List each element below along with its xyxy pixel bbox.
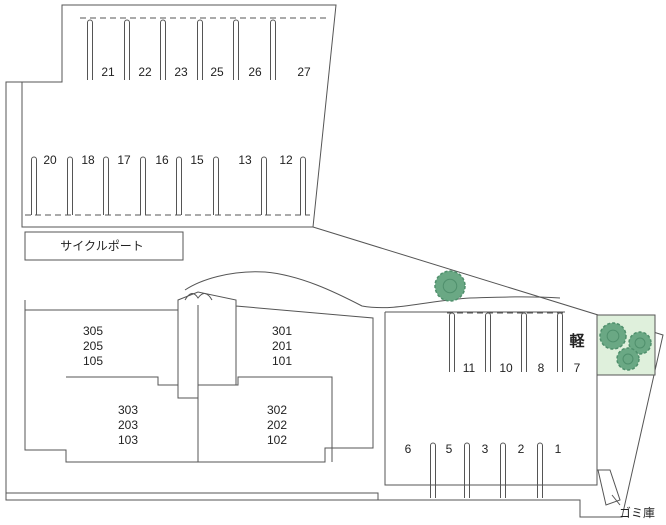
slot-label-15: 15 xyxy=(190,153,204,167)
slot-divider-middle-5 xyxy=(213,156,219,215)
room-105: 105 xyxy=(83,354,103,368)
slot-label-16: 16 xyxy=(155,153,169,167)
site-boundary xyxy=(5,4,664,518)
slot-label-8: 8 xyxy=(538,361,545,375)
slot-label-10: 10 xyxy=(499,361,513,375)
south-parking-area xyxy=(384,311,598,486)
slot-divider-top-1 xyxy=(124,19,130,80)
slot-label-13: 13 xyxy=(238,153,252,167)
south-strip xyxy=(5,492,379,501)
slot-label-18: 18 xyxy=(81,153,95,167)
kei-car-mark: 軽 xyxy=(569,333,585,350)
tree-icon xyxy=(434,270,466,302)
slot-divider-bottom-0 xyxy=(430,442,436,498)
slot-divider-middle-6 xyxy=(261,156,267,215)
slot-divider-top-4 xyxy=(233,19,239,80)
slot-label-5: 5 xyxy=(446,442,453,456)
parking-lot-boundary xyxy=(21,82,313,228)
building-entrance xyxy=(184,293,213,301)
slot-divider-right-1 xyxy=(485,312,491,372)
garbage-shed xyxy=(597,469,621,506)
room-103: 103 xyxy=(118,433,138,447)
slot-divider-top-5 xyxy=(270,19,276,80)
cycle-port-box xyxy=(24,231,184,261)
slot-divider-bottom-1 xyxy=(464,442,470,498)
room-202: 202 xyxy=(267,418,287,432)
slot-label-20: 20 xyxy=(43,153,57,167)
slot-label-26: 26 xyxy=(248,65,262,79)
walkway-curve xyxy=(184,271,561,309)
room-302: 302 xyxy=(267,403,287,417)
slot-label-17: 17 xyxy=(117,153,131,167)
slot-label-2: 2 xyxy=(518,442,525,456)
tree-icon xyxy=(616,347,640,371)
slot-divider-top-2 xyxy=(160,19,166,80)
slot-divider-bottom-2 xyxy=(500,442,506,498)
tree-icon xyxy=(599,322,627,350)
slot-label-3: 3 xyxy=(482,442,489,456)
slot-label-1: 1 xyxy=(555,442,562,456)
slot-divider-right-3 xyxy=(557,312,563,372)
slot-divider-middle-7 xyxy=(300,156,306,215)
slot-label-25: 25 xyxy=(210,65,224,79)
garbage-label: ゴミ庫 xyxy=(619,505,655,520)
room-102: 102 xyxy=(267,433,287,447)
room-205: 205 xyxy=(83,339,103,353)
slot-label-6: 6 xyxy=(405,442,412,456)
room-301: 301 xyxy=(272,324,292,338)
slot-divider-middle-1 xyxy=(67,156,73,215)
building-lower-block xyxy=(66,376,333,462)
building-core xyxy=(177,305,237,462)
slot-divider-bottom-3 xyxy=(537,442,543,498)
room-203: 203 xyxy=(118,418,138,432)
room-201: 201 xyxy=(272,339,292,353)
room-101: 101 xyxy=(272,354,292,368)
slot-divider-middle-2 xyxy=(103,156,109,215)
slot-divider-middle-0 xyxy=(31,156,37,215)
slot-label-23: 23 xyxy=(174,65,188,79)
slot-label-12: 12 xyxy=(279,153,293,167)
slot-divider-right-0 xyxy=(449,312,455,372)
garbage-leader xyxy=(611,494,621,506)
slot-divider-top-0 xyxy=(87,19,93,80)
cycle-port-label: サイクルポート xyxy=(60,239,143,253)
slot-label-21: 21 xyxy=(101,65,115,79)
room-303: 303 xyxy=(118,403,138,417)
slot-divider-top-3 xyxy=(197,19,203,80)
slot-label-27: 27 xyxy=(297,65,311,79)
slot-label-22: 22 xyxy=(138,65,152,79)
slot-divider-middle-4 xyxy=(176,156,182,215)
room-305: 305 xyxy=(83,324,103,338)
tree-icon xyxy=(628,331,652,355)
slot-divider-middle-3 xyxy=(140,156,146,215)
slot-label-7: 7 xyxy=(574,361,581,375)
slot-label-11: 11 xyxy=(463,361,476,375)
slot-divider-right-2 xyxy=(521,312,527,372)
